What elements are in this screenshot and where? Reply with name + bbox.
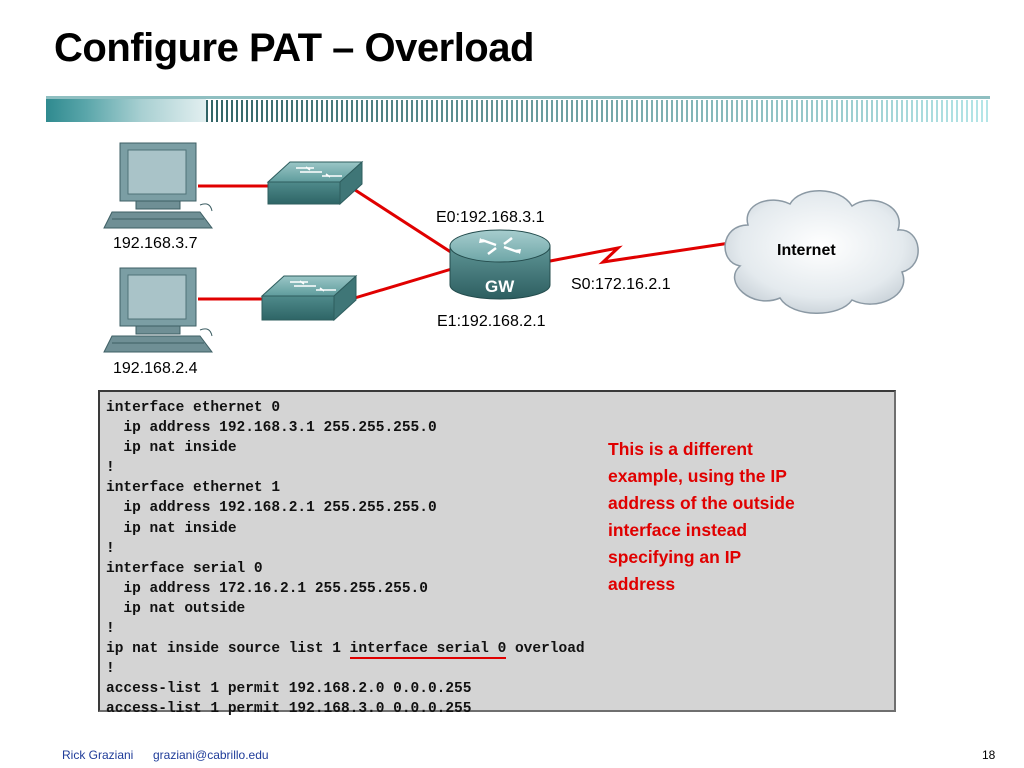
link-serial xyxy=(544,241,731,265)
pc-bottom-icon xyxy=(103,267,213,353)
config-line: interface serial 0 xyxy=(106,560,263,577)
annotation-note: This is a different example, using the I… xyxy=(608,436,868,598)
note-line: interface instead xyxy=(608,520,748,540)
config-box: interface ethernet 0 ip address 192.168.… xyxy=(98,390,896,717)
config-line: access-list 1 permit 192.168.2.0 0.0.0.2… xyxy=(106,681,472,698)
page-number: 18 xyxy=(982,748,996,762)
router-e0-label: E0:192.168.3.1 xyxy=(436,209,545,226)
switch-top-icon xyxy=(266,160,364,206)
pc-top-icon xyxy=(103,142,213,229)
title-banner xyxy=(46,96,990,122)
slide-title: Configure PAT – Overload xyxy=(54,26,534,70)
config-line: ! xyxy=(106,621,115,638)
config-line: ! xyxy=(106,540,115,557)
links xyxy=(198,184,731,302)
network-diagram xyxy=(103,142,919,353)
config-line: ip nat outside xyxy=(106,600,246,617)
config-line: ip nat inside xyxy=(106,440,237,457)
config-line: access-list 1 permit 192.168.3.0 0.0.0.2… xyxy=(106,701,472,718)
config-line-nat: ip nat inside source list 1 interface se… xyxy=(106,639,894,660)
router-name-label: GW xyxy=(485,277,515,296)
router-gw-icon xyxy=(449,229,551,300)
config-line: ip nat inside xyxy=(106,520,237,537)
pc-bottom-ip-label: 192.168.2.4 xyxy=(113,360,198,377)
link-switch-top-router xyxy=(351,186,461,260)
config-line: ip address 192.168.2.1 255.255.255.0 xyxy=(106,500,437,517)
config-line: ! xyxy=(106,661,115,678)
pc-top-ip-label: 192.168.3.7 xyxy=(113,235,198,252)
footer-email: graziani@cabrillo.edu xyxy=(153,748,269,762)
config-line: interface ethernet 1 xyxy=(106,480,281,497)
note-line: specifying an IP xyxy=(608,547,742,567)
config-line: interface ethernet 0 xyxy=(106,400,281,416)
link-switch-bottom-router xyxy=(347,266,456,302)
router-e1-label: E1:192.168.2.1 xyxy=(437,313,546,330)
note-line: example, using the IP xyxy=(608,466,787,486)
internet-cloud-icon xyxy=(724,190,919,314)
config-line: ip address 192.168.3.1 255.255.255.0 xyxy=(106,420,437,437)
router-s0-label: S0:172.16.2.1 xyxy=(571,276,671,293)
footer-author: Rick Graziani xyxy=(62,748,134,762)
nat-overload-keyword: overload xyxy=(506,641,585,658)
switch-bottom-icon xyxy=(260,274,358,322)
config-line: ip address 172.16.2.1 255.255.255.0 xyxy=(106,580,428,597)
config-line: ! xyxy=(106,460,115,477)
underlined-interface: interface serial 0 xyxy=(349,641,507,660)
note-line: address of the outside xyxy=(608,493,795,513)
note-line: address xyxy=(608,574,676,594)
internet-cloud-label: Internet xyxy=(777,242,836,259)
note-line: This is a different xyxy=(608,439,753,459)
nat-command-prefix: ip nat inside source list 1 xyxy=(106,641,350,658)
